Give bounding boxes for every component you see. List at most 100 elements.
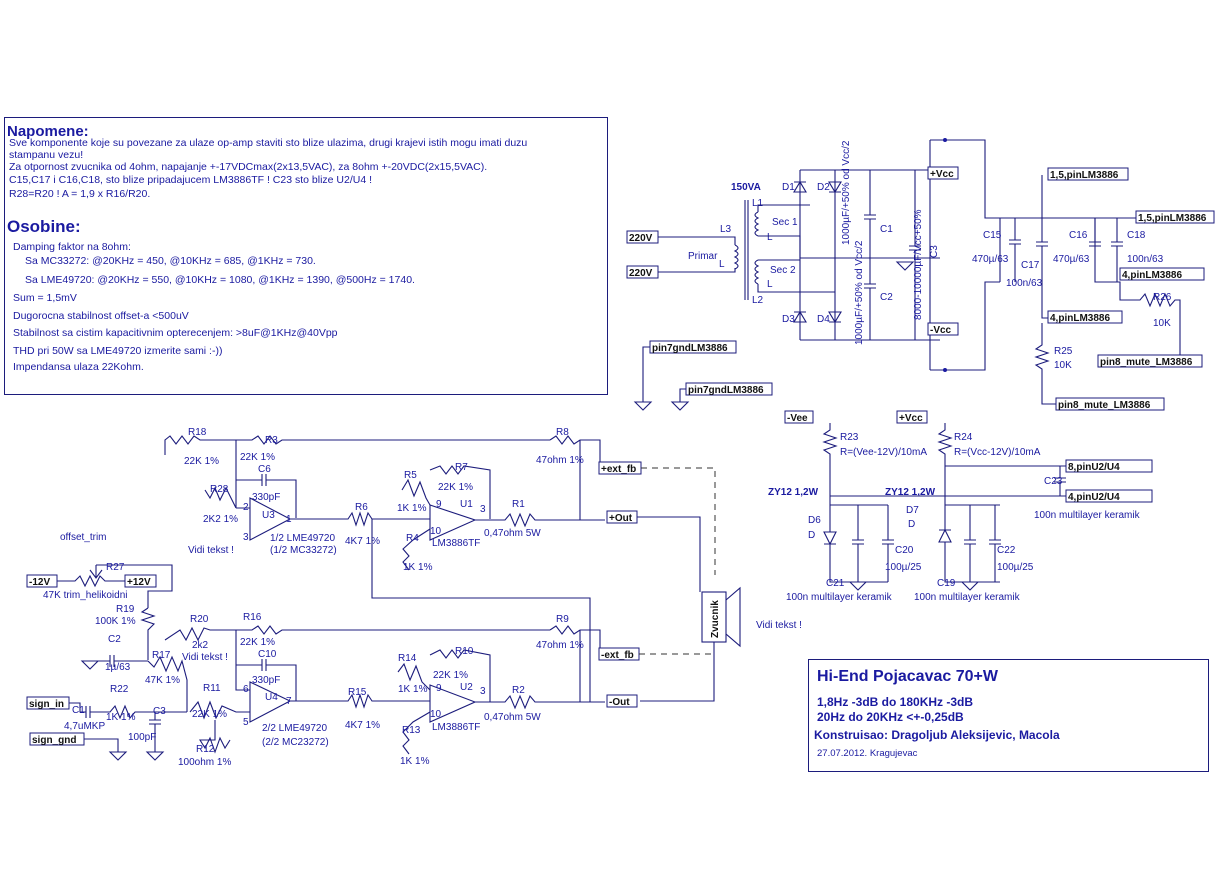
mute-label: pin8_mute_LM3886 (1058, 400, 1151, 411)
r16-value: 22K 1% (240, 637, 275, 648)
c22-value: 100µ/25 (997, 562, 1034, 573)
ext-fb-label: +ext_fb (601, 464, 636, 475)
signal-ground-label: sign_gnd (32, 735, 76, 746)
r22-label: R22 (110, 684, 129, 695)
feature-line: Stabilnost sa cistim kapacitivnim optere… (13, 327, 338, 339)
speaker-cone (725, 586, 741, 648)
zener-regulator-section: -Vee +Vcc R23 R=(Vee-12V)/10mA R24 R=(Vc… (768, 410, 1153, 603)
u1-label: U1 (460, 499, 473, 510)
pin-number: 1 (286, 514, 292, 525)
spec-line-2: 20Hz do 20KHz <+-0,25dB (817, 710, 964, 724)
pin-label: 1,5,pinLM3886 (1050, 170, 1119, 181)
u2-value: LM3886TF (432, 722, 480, 733)
r4-label: R4 (406, 533, 419, 544)
r24-value: R=(Vcc-12V)/10mA (954, 447, 1041, 458)
c17-label: C17 (1021, 260, 1040, 271)
feature-line: Sa LME49720: @20KHz = 550, @10KHz = 1080… (25, 274, 415, 286)
r23-label: R23 (840, 432, 859, 443)
pin-number: 9 (436, 499, 442, 510)
c23-label: C23 (1044, 476, 1063, 487)
feature-line: Sa MC33272: @20KHz = 450, @10KHz = 685, … (25, 255, 316, 267)
l1-label: L1 (752, 198, 764, 209)
r22-value: 1K 1% (106, 712, 136, 723)
c15-label: C15 (983, 230, 1002, 241)
r2-value: 0,47ohm 5W (484, 712, 541, 723)
ext-fb-label: -ext_fb (601, 650, 634, 661)
d7-label: D7 (906, 505, 919, 516)
d1-label: D1 (782, 182, 795, 193)
u4-alt: (2/2 MC23272) (262, 737, 329, 748)
r3-value: 22K 1% (240, 452, 275, 463)
c16-label: C16 (1069, 230, 1088, 241)
r24-label: R24 (954, 432, 973, 443)
c17-value: 100n/63 (1006, 278, 1043, 289)
r1-label: R1 (512, 499, 525, 510)
zener-label: ZY12 1,2W (768, 487, 819, 498)
secondary-coil-2 (754, 259, 760, 285)
u4-value: 2/2 LME49720 (262, 723, 327, 734)
c1-value: 1000µF/+50% od Vcc/2 (841, 140, 852, 245)
note-line: stampanu vezu! (9, 149, 84, 161)
title-block: Hi-End Pojacavac 70+W 1,8Hz -3dB do 180K… (808, 659, 1209, 772)
zener-label: ZY12 1,2W (885, 487, 936, 498)
ac-input-text: 220V (629, 233, 653, 244)
l-label: L (767, 279, 773, 290)
vee-label: -Vee (787, 413, 808, 424)
pin-number: 7 (286, 696, 292, 707)
c10-label: C10 (258, 649, 277, 660)
supply-label: -12V (29, 577, 50, 588)
r23-value: R=(Vee-12V)/10mA (840, 447, 927, 458)
c21-value: 100n multilayer keramik (786, 592, 893, 603)
pin-number: 9 (436, 683, 442, 694)
feature-line: Impendansa ulaza 22Kohm. (13, 361, 144, 373)
c23-value: 100n multilayer keramik (1034, 510, 1141, 521)
c19-value: 100n multilayer keramik (914, 592, 1021, 603)
r13-value: 1K 1% (400, 756, 430, 767)
primary-coil (733, 244, 739, 270)
r7-label: R7 (455, 462, 468, 473)
c1-value: 4,7uMKP (64, 721, 105, 732)
d6-label: D6 (808, 515, 821, 526)
u3-opamp (249, 497, 292, 541)
gnd-pin-label: pin7gndLM3886 (652, 343, 728, 354)
r19-label: R19 (116, 604, 135, 615)
r11-value: 22K 1% (192, 709, 227, 720)
pin-label: 4,pinLM3886 (1122, 270, 1182, 281)
u4-label: U4 (265, 692, 278, 703)
c1-label: C1 (880, 224, 893, 235)
pin-number: 10 (430, 526, 442, 537)
d4-label: D4 (817, 314, 830, 325)
c18-value: 100n/63 (1127, 254, 1164, 265)
c1-label: C1 (72, 705, 85, 716)
notes-panel: Napomene: Sve komponente koje su povezan… (4, 117, 608, 395)
u2-amp (429, 684, 477, 723)
r17-value: 47K 1% (145, 675, 180, 686)
r25-value: 10K (1054, 360, 1072, 371)
l2-label: L2 (752, 295, 764, 306)
r8-label: R8 (556, 427, 569, 438)
out-label: +Out (609, 513, 633, 524)
r12-label: R12 (196, 744, 215, 755)
see-text-note: Vidi tekst ! (756, 620, 802, 631)
pin-label: 1,5,pinLM3886 (1138, 213, 1207, 224)
pin-label: 4,pinU2/U4 (1068, 492, 1120, 503)
pin-number: 2 (243, 502, 249, 513)
pin-number: 10 (430, 709, 442, 720)
feature-line: THD pri 50W sa LME49720 izmerite sami :-… (13, 345, 223, 357)
r11-label: R11 (203, 683, 221, 694)
u3-alt: (1/2 MC33272) (270, 545, 337, 556)
pin-number: 5 (243, 717, 249, 728)
pin-label: 8,pinU2/U4 (1068, 462, 1120, 473)
vcc-label: +Vcc (899, 413, 923, 424)
pin-label: 4,pinLM3886 (1050, 313, 1110, 324)
secondary-coil-1 (754, 211, 760, 237)
r27-label: R27 (106, 562, 125, 573)
r4-value: 1K 1% (403, 562, 433, 573)
note-line: C15,C17 i C16,C18, sto blize pripadajuce… (9, 174, 373, 186)
feature-line: Sum = 1,5mV (13, 292, 77, 304)
c10-value: 330pF (252, 675, 280, 686)
feature-line: Dugorocna stabilnost offset-a <500uV (13, 310, 189, 322)
d-label: D (808, 530, 815, 541)
c19-label: C19 (937, 578, 956, 589)
